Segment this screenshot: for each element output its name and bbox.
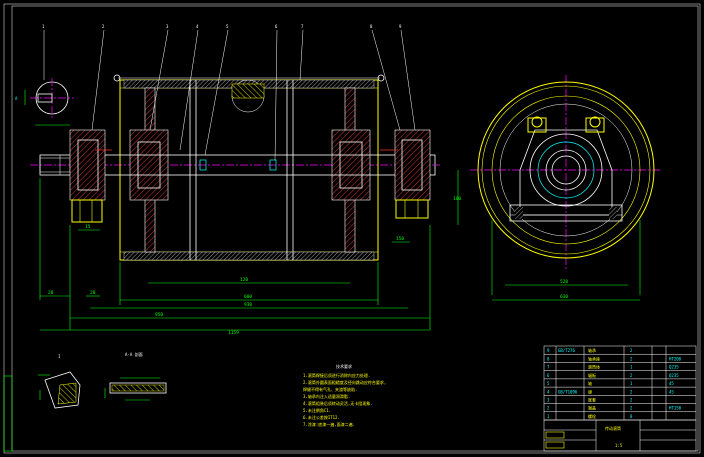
svg-text:15: 15 xyxy=(85,224,91,230)
parts-list-name-8: 轴承座 xyxy=(588,355,600,361)
parts-list-no-8: 8 xyxy=(547,356,550,361)
svg-text:7.涂漆:底漆一遍,面漆二遍.: 7.涂漆:底漆一遍,面漆二遍. xyxy=(303,421,355,427)
svg-text:20: 20 xyxy=(90,290,96,296)
parts-list-material-8: HT200 xyxy=(669,356,682,361)
svg-text:600: 600 xyxy=(244,294,252,300)
parts-list-name-1: 螺栓 xyxy=(588,413,596,419)
right-bearing-housing xyxy=(394,129,431,201)
parts-list-no-6: 6 xyxy=(547,373,550,378)
parts-list-qty-4: 2 xyxy=(630,389,633,394)
parts-list-qty-1: 8 xyxy=(630,414,633,419)
svg-text:1: 1 xyxy=(42,24,45,29)
parts-list-name-9: 轴承 xyxy=(588,347,596,353)
svg-text:3: 3 xyxy=(166,24,169,29)
svg-text:120: 120 xyxy=(240,277,248,283)
svg-text:520: 520 xyxy=(560,279,568,285)
balloon-9: 9 xyxy=(399,24,416,131)
parts-list-name-6: 辐板 xyxy=(588,372,596,378)
svg-text:930: 930 xyxy=(244,302,252,308)
technical-requirements: 技术要求 1.滚筒焊接后须进行消除内应力处理. 2.滚筒外圆表面粗糙度及径向跳动… xyxy=(303,363,386,427)
drawing-scale: 1:5 xyxy=(615,443,623,448)
svg-text:A-A 剖面: A-A 剖面 xyxy=(125,351,143,357)
svg-text:2: 2 xyxy=(102,24,105,29)
parts-list-qty-6: 2 xyxy=(630,373,633,378)
parts-list-no-7: 7 xyxy=(547,365,550,370)
balloon-7: 7 xyxy=(299,24,304,81)
left-bearing-housing xyxy=(69,129,106,201)
svg-text:1.滚筒焊接后须进行消除内应力处理.: 1.滚筒焊接后须进行消除内应力处理. xyxy=(303,372,370,378)
svg-text:630: 630 xyxy=(560,294,568,300)
parts-list-name-7: 滚筒体 xyxy=(588,364,600,370)
side-view: 100 520 630 xyxy=(453,75,660,301)
parts-list-qty-3: 2 xyxy=(630,398,633,403)
drawing-frame xyxy=(3,3,701,454)
svg-text:5.未注倒角C1.: 5.未注倒角C1. xyxy=(303,407,331,413)
front-dimensions: 15 120 20 600 930 950 1159 20 150 xyxy=(39,178,431,336)
svg-text:焊缝不得有气孔、夹渣等缺陷.: 焊缝不得有气孔、夹渣等缺陷. xyxy=(303,386,357,392)
right-hub xyxy=(331,129,371,201)
parts-list-code-9: GB/T276 xyxy=(558,348,575,353)
detail-view-i: I xyxy=(38,354,81,409)
left-hub xyxy=(129,129,169,201)
svg-text:5: 5 xyxy=(226,24,229,29)
parts-list-no-9: 9 xyxy=(547,348,550,353)
balloon-2: 2 xyxy=(91,24,105,131)
balloon-1: 1 xyxy=(42,24,45,80)
parts-list-no-4: 4 xyxy=(547,389,550,394)
parts-list-name-3: 胀套 xyxy=(588,397,596,403)
parts-list-name-2: 端盖 xyxy=(588,405,596,411)
balloon-5: 5 xyxy=(204,24,229,156)
svg-text:A: A xyxy=(15,96,18,101)
drawing-name: 传动滚筒 xyxy=(605,425,621,431)
svg-text:7: 7 xyxy=(301,24,304,29)
detail-view-a-a: A-A 剖面 xyxy=(104,351,167,401)
svg-text:150: 150 xyxy=(396,236,404,242)
svg-text:3.轴承内注入适量润滑脂.: 3.轴承内注入适量润滑脂. xyxy=(303,393,350,399)
balloon-3: 3 xyxy=(149,24,169,131)
svg-text:100: 100 xyxy=(453,196,461,202)
front-section-view xyxy=(30,74,440,261)
svg-text:20: 20 xyxy=(48,290,54,296)
balloon-6: 6 xyxy=(274,24,278,161)
parts-list-code-4: GB/T1096 xyxy=(558,389,578,394)
parts-list-qty-5: 1 xyxy=(630,381,633,386)
svg-text:6.未注公差按IT12.: 6.未注公差按IT12. xyxy=(303,414,340,420)
parts-list-qty-8: 2 xyxy=(630,356,633,361)
svg-text:950: 950 xyxy=(155,312,163,318)
balloon-4: 4 xyxy=(179,24,199,151)
parts-list-material-5: 45 xyxy=(669,381,674,386)
svg-text:4: 4 xyxy=(196,24,199,29)
parts-list-no-5: 5 xyxy=(547,381,550,386)
svg-text:6: 6 xyxy=(275,24,278,29)
drum-outer-circle xyxy=(477,81,655,259)
parts-list-material-7: Q235 xyxy=(669,365,679,370)
parts-list-name-5: 轴 xyxy=(588,380,592,386)
title-block: 传动滚筒 1:5 xyxy=(543,419,697,452)
svg-text:2.滚筒外圆表面粗糙度及径向跳动应符合要求,: 2.滚筒外圆表面粗糙度及径向跳动应符合要求, xyxy=(303,379,386,385)
balloon-8: 8 xyxy=(370,24,401,131)
shaft-end-view: A xyxy=(15,78,74,126)
parts-list-material-6: Q235 xyxy=(669,373,679,378)
parts-list-no-3: 3 xyxy=(547,398,550,403)
balloon-callouts: 1 2 3 4 5 6 7 8 xyxy=(42,24,416,161)
svg-text:8: 8 xyxy=(370,24,373,29)
parts-list-material-4: 45 xyxy=(669,389,674,394)
svg-text:9: 9 xyxy=(399,24,402,29)
svg-text:4.滚筒组装后须转动灵活,无卡阻现象.: 4.滚筒组装后须转动灵活,无卡阻现象. xyxy=(303,400,373,406)
svg-text:技术要求: 技术要求 xyxy=(336,363,352,369)
parts-list-name-4: 键 xyxy=(588,388,592,394)
svg-text:1159: 1159 xyxy=(228,330,239,336)
parts-list-qty-2: 2 xyxy=(630,406,633,411)
parts-list-qty-9: 2 xyxy=(630,348,633,353)
svg-text:I: I xyxy=(58,354,61,359)
parts-list-no-2: 2 xyxy=(547,406,550,411)
parts-list-no-1: 1 xyxy=(547,414,550,419)
parts-list-material-2: HT150 xyxy=(669,406,682,411)
parts-list-qty-7: 1 xyxy=(630,365,633,370)
